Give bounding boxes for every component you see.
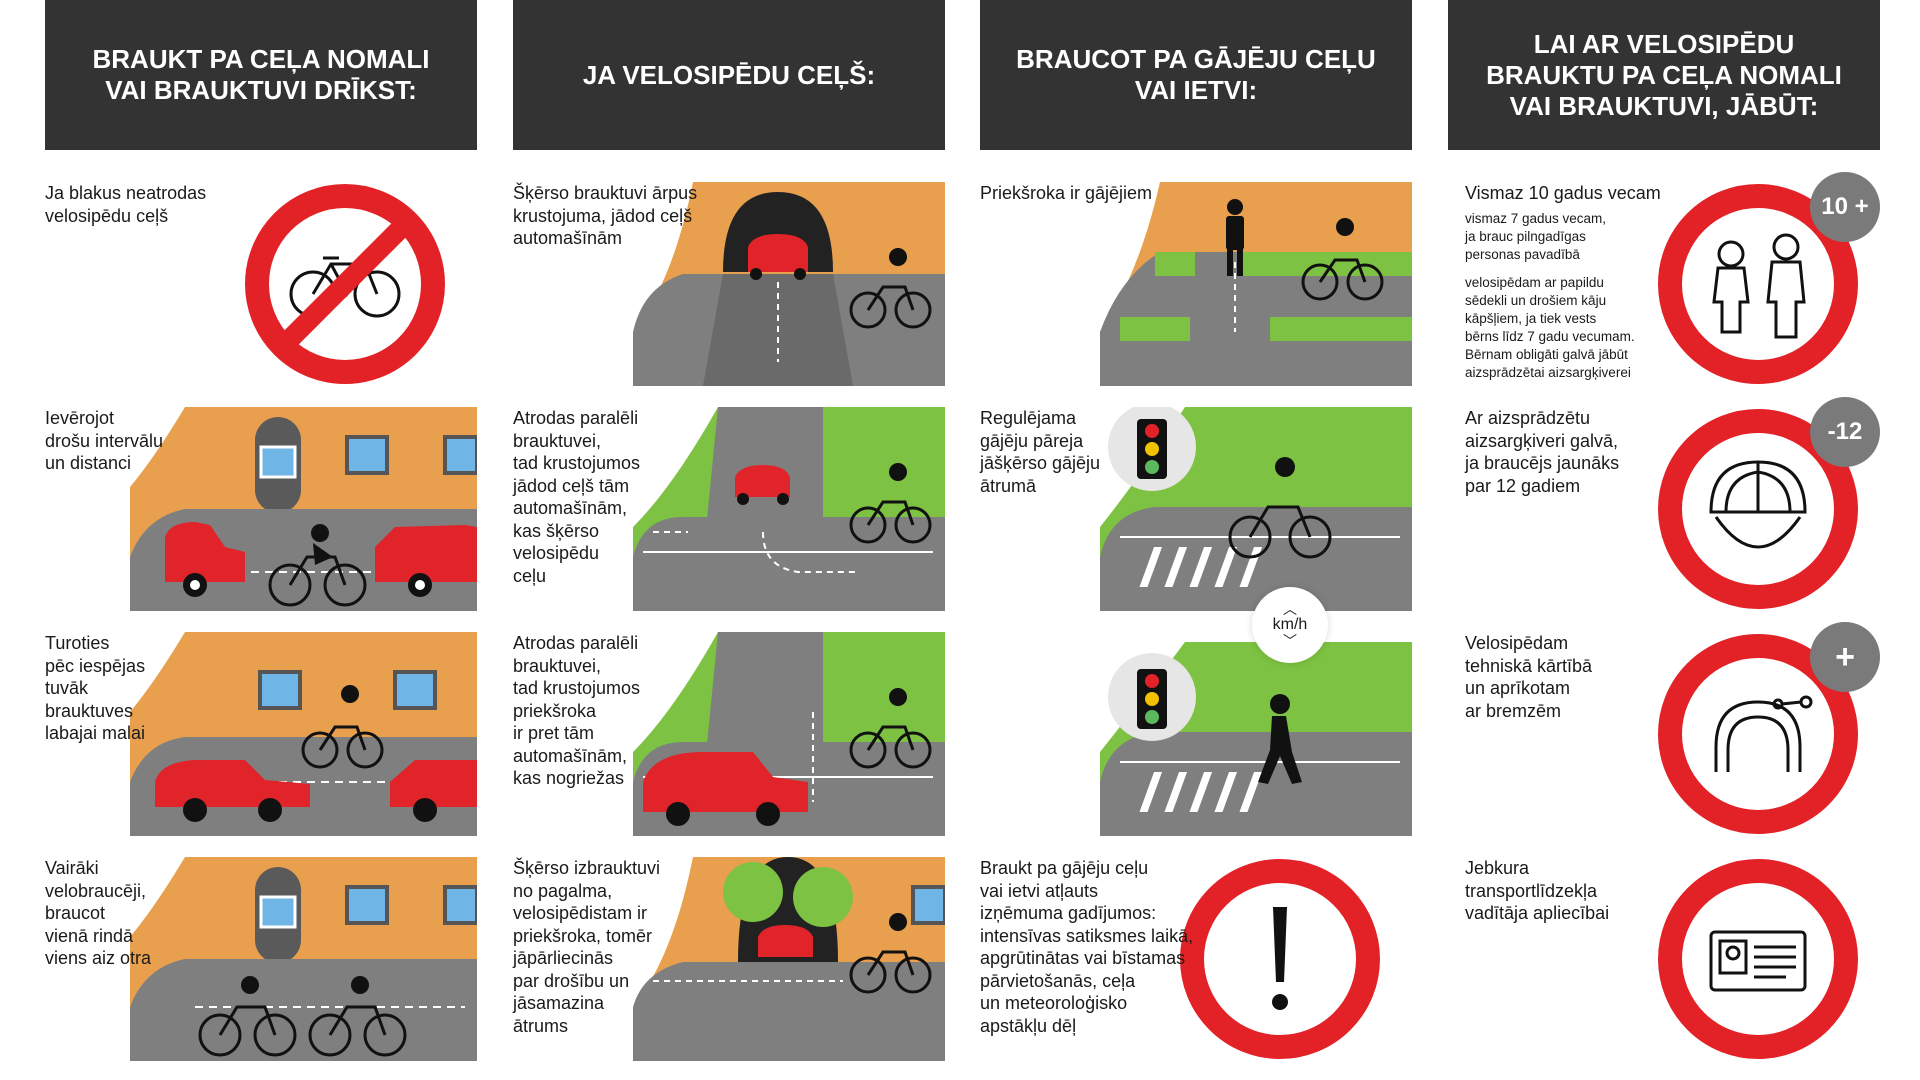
rule-text: Šķērso izbrauktuvi no pagalma, velosipēd… xyxy=(513,858,661,1036)
rule-text: Šķērso brauktuvi ārpus krustojuma, jādod… xyxy=(513,183,698,248)
rule-text: Velosipēdam tehniskā kārtībā un aprīkota… xyxy=(1465,633,1593,721)
tunnel-crossing-icon xyxy=(633,182,945,386)
rule-text: Atrodas paralēli brauktuvei, tad krustoj… xyxy=(513,408,641,586)
junction-priority-icon xyxy=(633,632,945,836)
rule-text: Braukt pa gājēju ceļu vai ietvi atļauts … xyxy=(980,858,1194,1036)
regulated-crossing-pedestrian-icon xyxy=(1100,642,1412,836)
cyclists-in-line-icon xyxy=(130,857,477,1061)
column-title: BRAUKT PA CEĻA NOMALI VAI BRAUKTUVI DRĪK… xyxy=(92,44,430,105)
license-sign-icon xyxy=(1658,859,1858,1059)
no-bicycle-sign-icon xyxy=(245,184,445,384)
rule-text: Ja blakus neatrodas velosipēdu ceļš xyxy=(45,183,207,226)
column-pedestrian-path: BRAUCOT PA GĀJĒJU CEĻU VAI IETVI: Priekš… xyxy=(980,0,1412,1059)
age-badge: -12 xyxy=(1810,397,1880,467)
column-header: JA VELOSIPĒDU CEĻŠ: xyxy=(513,0,945,150)
rule-row: Ja blakus neatrodas velosipēdu ceļš xyxy=(45,182,477,386)
rule-row: Turoties pēc iespējas tuvāk brauktuves l… xyxy=(45,632,477,836)
column-title: LAI AR VELOSIPĒDU BRAUKTU PA CEĻA NOMALI… xyxy=(1486,28,1842,121)
column-bicycle-path: JA VELOSIPĒDU CEĻŠ: Šķērso brauktuvi ārp… xyxy=(513,0,945,1061)
rule-row: Vairāki velobraucēji, braucot vienā rind… xyxy=(45,857,477,1061)
rule-text: Vairāki velobraucēji, braucot vienā rind… xyxy=(45,858,152,968)
rule-subtext: velosipēdam ar papildu sēdekli un drošie… xyxy=(1465,275,1635,380)
rule-text: Ievērojot drošu intervālu un distanci xyxy=(45,408,164,473)
chevron-down-icon: ﹀ xyxy=(1283,633,1297,649)
rule-row: Šķērso brauktuvi ārpus krustojuma, jādod… xyxy=(513,182,945,386)
column-header: BRAUCOT PA GĀJĒJU CEĻU VAI IETVI: xyxy=(980,0,1412,150)
rule-row: Braukt pa gājēju ceļu vai ietvi atļauts … xyxy=(980,857,1412,1061)
regulated-crossing-cyclist-icon xyxy=(1100,407,1412,611)
rule-text: Priekšroka ir gājējiem xyxy=(980,183,1153,203)
rule-text: Regulējama gājēju pāreja jāšķērso gājēju… xyxy=(980,408,1101,496)
rule-row: Vismaz 10 gadus vecam vismaz 7 gadus vec… xyxy=(1448,172,1880,386)
speed-unit-label: km/h xyxy=(1272,616,1308,633)
yard-exit-icon xyxy=(633,857,945,1061)
rule-text: Turoties pēc iespējas tuvāk brauktuves l… xyxy=(45,633,146,743)
speed-badge: ︿ km/h ﹀ xyxy=(1252,587,1328,663)
rule-row: Priekšroka ir gājējiem xyxy=(980,182,1412,386)
column-title: JA VELOSIPĒDU CEĻŠ: xyxy=(582,59,876,90)
rule-row: Atrodas paralēli brauktuvei, tad krustoj… xyxy=(513,632,945,836)
column-requirements: LAI AR VELOSIPĒDU BRAUKTU PA CEĻA NOMALI… xyxy=(1448,0,1880,1059)
rule-row: Šķērso izbrauktuvi no pagalma, velosipēd… xyxy=(513,857,945,1061)
child-adult-sign-icon xyxy=(1658,184,1858,384)
column-header: LAI AR VELOSIPĒDU BRAUKTU PA CEĻA NOMALI… xyxy=(1448,0,1880,150)
brake-sign-icon xyxy=(1658,634,1858,834)
rule-row: Regulējama gājēju pāreja jāšķērso gājēju… xyxy=(980,407,1412,611)
plus-badge: + xyxy=(1810,622,1880,692)
rule-row: Ar aizsprādzētu aizsargķiveri galvā, ja … xyxy=(1448,397,1880,611)
age-badge: 10 + xyxy=(1810,172,1880,242)
rule-text: Vismaz 10 gadus vecam xyxy=(1465,183,1661,203)
rule-text: Ar aizsprādzētu aizsargķiveri galvā, ja … xyxy=(1465,408,1620,496)
rule-row: Velosipēdam tehniskā kārtībā un aprīkota… xyxy=(1448,622,1880,836)
street-with-cars-icon xyxy=(130,407,477,611)
junction-yield-icon xyxy=(633,407,945,611)
rule-text: Atrodas paralēli brauktuvei, tad krustoj… xyxy=(513,633,641,788)
rule-text: Jebkura transportlīdzekļa vadītāja aplie… xyxy=(1465,858,1610,923)
chevron-up-icon: ︿ xyxy=(1283,601,1297,617)
rule-row: Jebkura transportlīdzekļa vadītāja aplie… xyxy=(1448,857,1880,1061)
rule-row: Atrodas paralēli brauktuvei, tad krustoj… xyxy=(513,407,945,611)
pedestrian-priority-icon xyxy=(1100,182,1412,386)
street-right-side-icon xyxy=(130,632,477,836)
rule-row xyxy=(980,632,1412,836)
helmet-sign-icon xyxy=(1658,409,1858,609)
column-header: BRAUKT PA CEĻA NOMALI VAI BRAUKTUVI DRĪK… xyxy=(45,0,477,150)
exclamation-sign-icon xyxy=(1180,859,1380,1059)
column-title: BRAUCOT PA GĀJĒJU CEĻU VAI IETVI: xyxy=(1016,44,1376,105)
rule-row: Ievērojot drošu intervālu un distanci xyxy=(45,407,477,611)
rule-subtext: vismaz 7 gadus vecam, ja brauc pilngadīg… xyxy=(1465,211,1607,262)
column-road-rules: BRAUKT PA CEĻA NOMALI VAI BRAUKTUVI DRĪK… xyxy=(45,0,477,1061)
